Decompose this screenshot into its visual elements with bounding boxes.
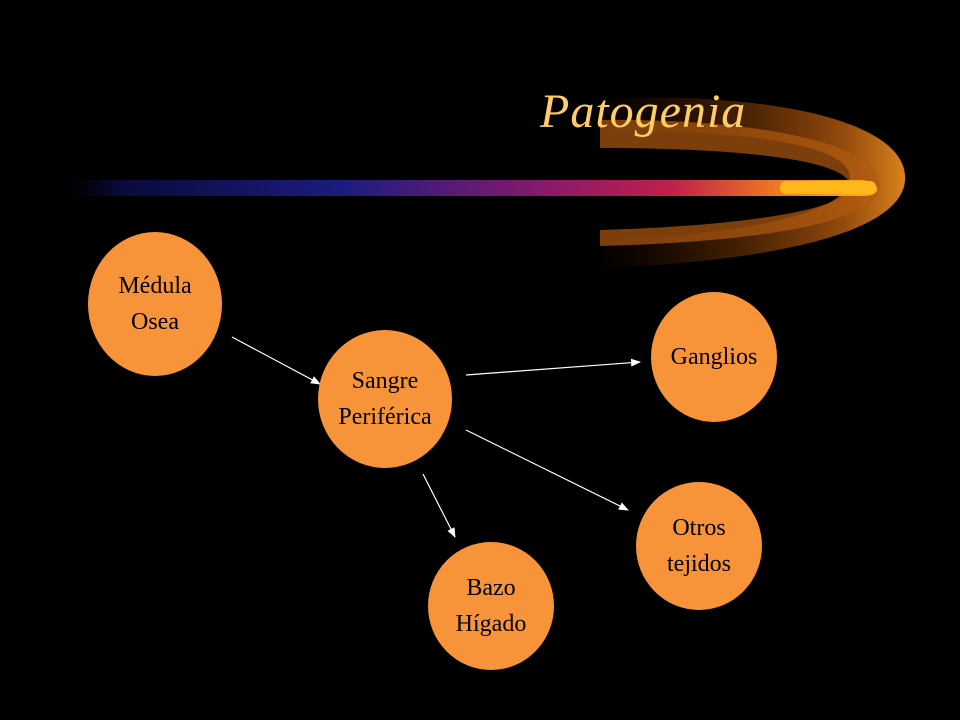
node-otros-line2: tejidos <box>667 551 731 577</box>
node-medula-line2: Osea <box>131 309 179 335</box>
slide-title: Patogenia <box>540 85 747 138</box>
node-otros-tejidos: Otros tejidos <box>636 482 762 610</box>
node-bazo-line2: Hígado <box>455 611 527 637</box>
node-ganglios-line1: Ganglios <box>670 344 758 370</box>
node-sangre-periferica: Sangre Periférica <box>318 330 452 468</box>
node-sangre-line2: Periférica <box>338 404 432 430</box>
node-medula-osea: Médula Osea <box>88 232 222 376</box>
node-medula-line1: Médula <box>118 273 192 299</box>
node-bazo-line1: Bazo <box>466 575 516 601</box>
node-ganglios: Ganglios <box>651 292 777 422</box>
node-otros-line1: Otros <box>672 515 726 541</box>
node-sangre-line1: Sangre <box>351 368 419 394</box>
node-bazo-higado: Bazo Hígado <box>428 542 554 670</box>
